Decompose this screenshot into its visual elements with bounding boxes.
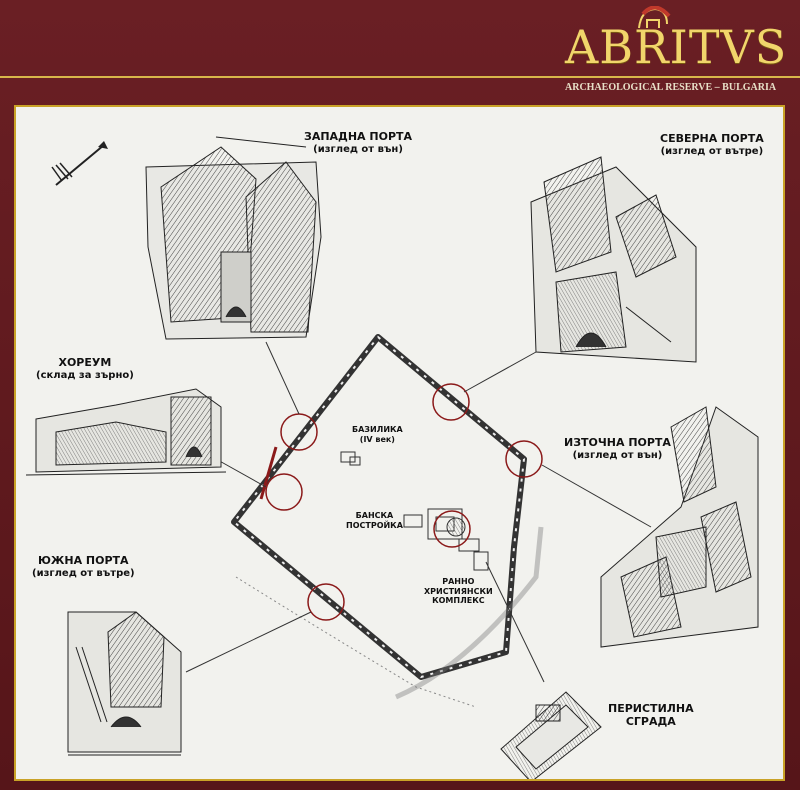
label-south-gate: ЮЖНА ПОРТА (изглед от вътре)	[32, 554, 135, 579]
brand-subtitle-wrap: ARCHAEOLOGICAL RESERVE – BULGARIA	[565, 82, 795, 93]
roman-helmet-icon	[638, 6, 671, 29]
map-label-basilica: БАЗИЛИКА (IV век)	[352, 425, 403, 444]
label-peristyle: ПЕРИСТИЛНА СГРАДА	[608, 702, 694, 728]
brand-logo: ABRITVS	[565, 6, 790, 84]
north-arrow-icon	[51, 141, 108, 186]
horreum-illustration	[25, 388, 227, 476]
brand-title: ABRITVS	[565, 20, 788, 74]
interior-buildings	[340, 451, 489, 571]
west-gate-illustration	[145, 136, 322, 340]
label-west-gate: ЗАПАДНА ПОРТА (изглед от вън)	[304, 130, 413, 155]
highlight-markers	[265, 383, 543, 621]
brand-subtitle: ARCHAEOLOGICAL RESERVE – BULGARIA	[565, 82, 777, 93]
label-horreum: ХОРЕУМ (склад за зърно)	[36, 356, 134, 381]
map-illustration	[25, 136, 759, 779]
label-east-gate: ИЗТОЧНА ПОРТА (изглед от вън)	[564, 436, 671, 461]
map-label-early-christian: РАННО ХРИСТИЯНСКИ КОМПЛЕКС	[424, 577, 493, 606]
leader-lines	[185, 341, 652, 683]
north-gate-illustration	[530, 156, 697, 363]
header-rule	[0, 76, 800, 78]
east-gate-illustration	[600, 406, 759, 648]
reserve-map-panel: ЗАПАДНА ПОРТА (изглед от вън) СЕВЕРНА ПО…	[14, 105, 785, 781]
peristyle-illustration	[500, 691, 602, 779]
fortress-wall-outline	[231, 334, 544, 708]
south-gate-illustration	[67, 611, 182, 756]
map-label-bath: БАНСКА ПОСТРОЙКА	[346, 511, 403, 530]
label-north-gate: СЕВЕРНА ПОРТА (изглед от вътре)	[660, 132, 764, 157]
